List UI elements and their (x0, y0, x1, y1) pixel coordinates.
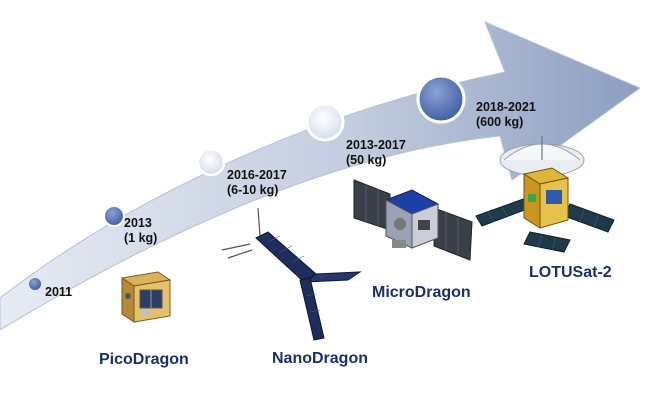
satellite-name-picodragon: PicoDragon (99, 351, 189, 368)
milestone-mass: (50 kg) (346, 153, 387, 167)
milestone-mass: (600 kg) (476, 115, 524, 129)
milestone-label-2011: 2011 (45, 285, 72, 300)
nanosat-icon (221, 207, 362, 341)
satellite-name-microdragon: MicroDragon (372, 284, 471, 301)
milestone-period: 2013-2017 (346, 138, 406, 152)
milestone-period: 2016-2017 (227, 168, 287, 182)
cubesat-icon (120, 271, 172, 323)
milestone-label-2018: 2018-2021 (600 kg) (476, 100, 536, 130)
milestone-period: 2011 (45, 285, 73, 299)
milestone-period: 2013 (124, 216, 152, 230)
satellite-name-nanodragon: NanoDragon (272, 350, 368, 367)
milestone-mass: (6-10 kg) (227, 183, 279, 197)
milestone-dot-2011 (29, 278, 41, 290)
milestone-dot-2018 (416, 74, 466, 124)
milestone-dots (29, 74, 466, 290)
microsat-icon (353, 179, 473, 261)
radar-satellite-icon (475, 136, 615, 253)
milestone-label-2013-2017: 2013-2017 (50 kg) (346, 138, 406, 168)
milestone-dot-2016 (196, 147, 226, 177)
milestone-dot-2013-2017 (305, 102, 345, 142)
milestone-label-2016: 2016-2017 (6-10 kg) (227, 168, 287, 198)
milestone-label-2013: 2013 (1 kg) (124, 216, 157, 246)
milestone-dot-2013 (103, 205, 125, 227)
satellite-name-lotusat-2: LOTUSat-2 (529, 264, 612, 281)
milestone-period: 2018-2021 (476, 100, 536, 114)
milestone-mass: (1 kg) (124, 231, 158, 245)
